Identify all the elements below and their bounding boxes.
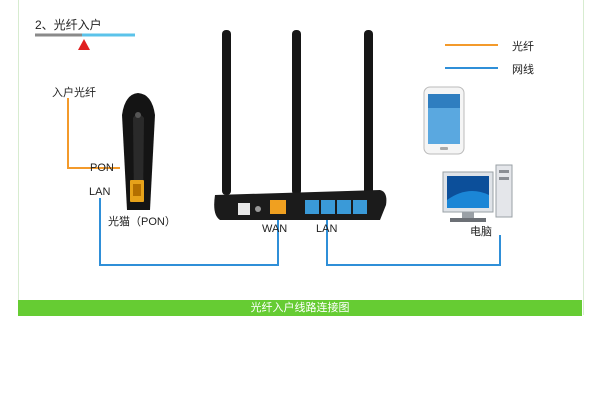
router-lan-label: LAN: [316, 223, 338, 235]
desktop-computer-icon: [442, 164, 513, 222]
modem-lan-port-label: LAN: [89, 186, 111, 198]
optical-modem-icon: [122, 93, 155, 210]
fiber-cable: [67, 98, 120, 169]
computer-label: 电脑: [470, 226, 492, 238]
fiber-in-label: 入户光纤: [52, 87, 96, 99]
step-title: 2、光纤入户: [35, 18, 102, 32]
legend-fiber-label: 光纤: [512, 41, 534, 53]
router-icon: [214, 30, 387, 220]
diagram-caption: 光纤入户线路连接图: [18, 300, 582, 316]
legend-network-label: 网线: [512, 64, 534, 76]
smartphone-icon: [423, 86, 465, 155]
cable-lan-to-computer: [326, 218, 501, 266]
router-wan-label: WAN: [262, 223, 288, 235]
modem-device-label: 光猫（PON）: [108, 216, 176, 228]
warning-triangle-icon: [78, 39, 90, 50]
cable-modem-to-wan: [99, 198, 279, 266]
pon-port-label: PON: [90, 162, 114, 174]
